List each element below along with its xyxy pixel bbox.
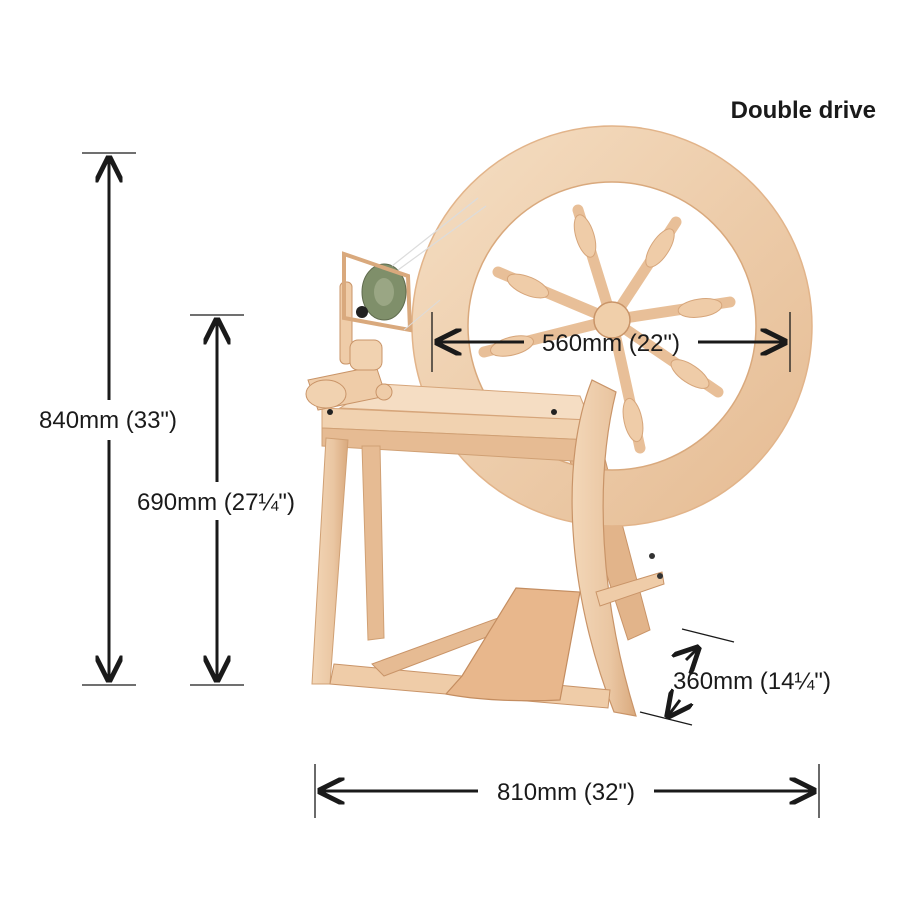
tension-knob (356, 306, 368, 318)
width-label: 810mm (32") (497, 779, 635, 806)
wheel-diameter-label: 560mm (22") (542, 330, 680, 357)
dimension-depth: 360mm (14¼") (639, 628, 831, 726)
front-leg (311, 437, 349, 685)
footman (595, 571, 665, 607)
dimension-overall-height: 840mm (33") (39, 152, 177, 686)
diagram-title: Double drive (731, 97, 876, 124)
dimension-width: 810mm (32") (314, 764, 820, 818)
middle-leg (361, 445, 385, 641)
wheel-upright (571, 379, 637, 717)
drive-wheel (411, 125, 813, 527)
orifice-height-label: 690mm (27¼") (137, 489, 295, 516)
flyer-assembly (305, 197, 557, 415)
spinning-wheel-illustration (305, 125, 813, 717)
treadle (444, 587, 581, 702)
depth-label: 360mm (14¼") (673, 668, 831, 695)
dimension-orifice-height: 690mm (27¼") (137, 314, 295, 686)
overall-height-label: 840mm (33") (39, 407, 177, 434)
dimension-wheel-diameter: 560mm (22") (431, 312, 791, 372)
wheel-hub (593, 301, 631, 339)
